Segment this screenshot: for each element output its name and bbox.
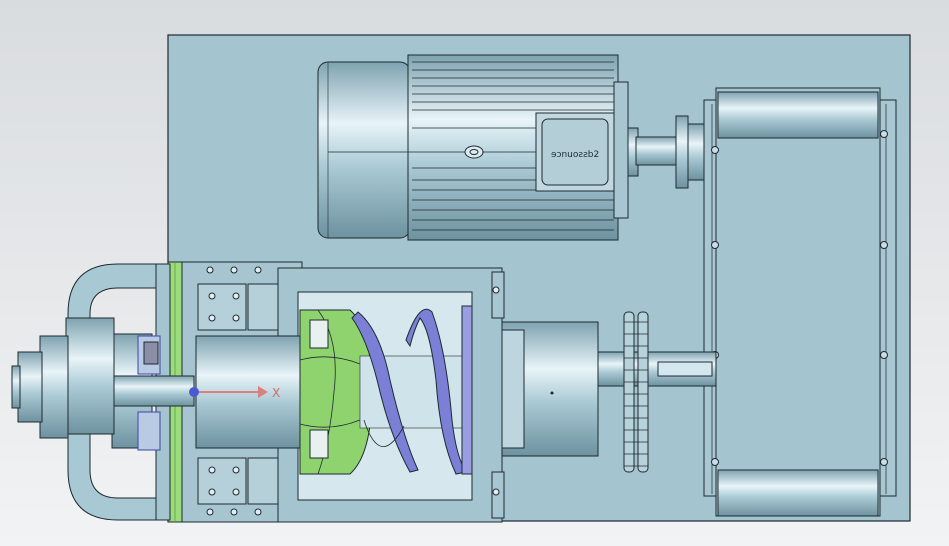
lifting-eye-icon — [464, 145, 484, 159]
inlet-nozzle[interactable] — [11, 317, 195, 451]
triad-arrow-icon — [258, 386, 268, 398]
motor-shaft-coupling[interactable] — [635, 115, 705, 189]
triad-x-label: X — [272, 386, 280, 400]
motor-terminal-box[interactable]: ɘɔnuoƨƨb2 — [535, 112, 615, 192]
motor[interactable]: ɘɔnuoƨƨb2 — [317, 54, 639, 241]
bearing-housing[interactable] — [493, 321, 599, 457]
motor-nameplate-text: ɘɔnuoƨƨb2 — [551, 150, 599, 160]
triad-origin — [189, 387, 199, 397]
drive-chain-sprockets[interactable] — [623, 311, 649, 473]
flange-clamps — [197, 266, 500, 516]
gearbox[interactable] — [703, 87, 897, 517]
output-shaft[interactable] — [595, 351, 717, 387]
seal-gland — [137, 335, 161, 451]
auger-screw[interactable] — [351, 305, 473, 475]
coordinate-triad: X — [189, 386, 280, 400]
